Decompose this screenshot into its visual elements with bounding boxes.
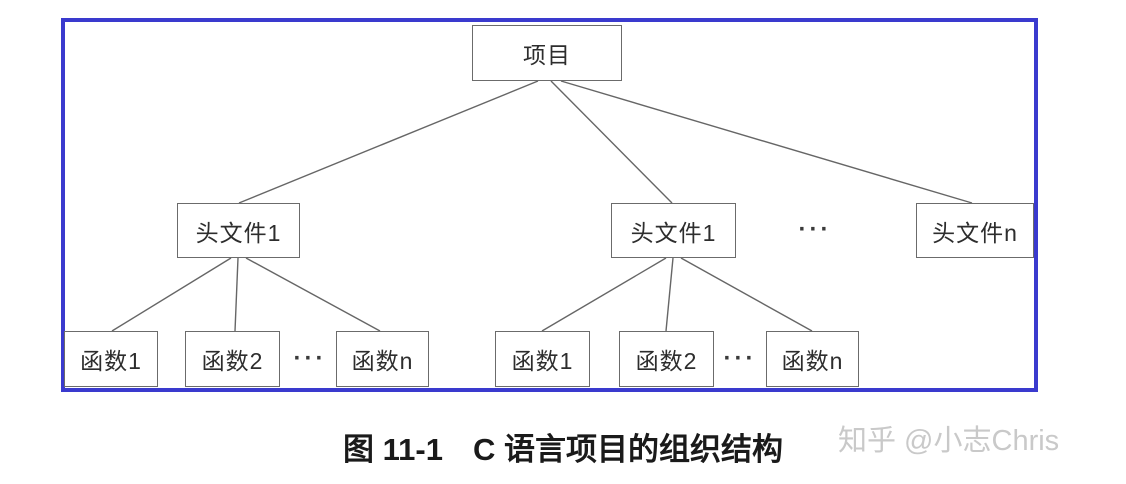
node-function-n-right: 函数n <box>766 331 859 387</box>
node-header-file-n: 头文件n <box>916 203 1034 258</box>
figure-caption: 图 11-1 C 语言项目的组织结构 <box>0 424 1126 469</box>
node-function-2-left: 函数2 <box>185 331 280 387</box>
node-function-2-right: 函数2 <box>619 331 714 387</box>
left-group-ellipsis: ··· <box>293 345 327 372</box>
node-project: 项目 <box>472 25 622 81</box>
figure-title: C 语言项目的组织结构 <box>472 432 783 467</box>
node-function-1-right: 函数1 <box>495 331 590 387</box>
right-group-ellipsis: ··· <box>723 345 757 372</box>
node-header-file-middle: 头文件1 <box>611 203 736 258</box>
figure-number: 图 11-1 <box>343 432 443 467</box>
node-function-n-left: 函数n <box>336 331 429 387</box>
watermark: 知乎 @小志Chris <box>838 425 1060 457</box>
node-header-file-left: 头文件1 <box>177 203 300 258</box>
node-function-1-left: 函数1 <box>64 331 158 387</box>
level2-ellipsis: ··· <box>798 216 832 243</box>
